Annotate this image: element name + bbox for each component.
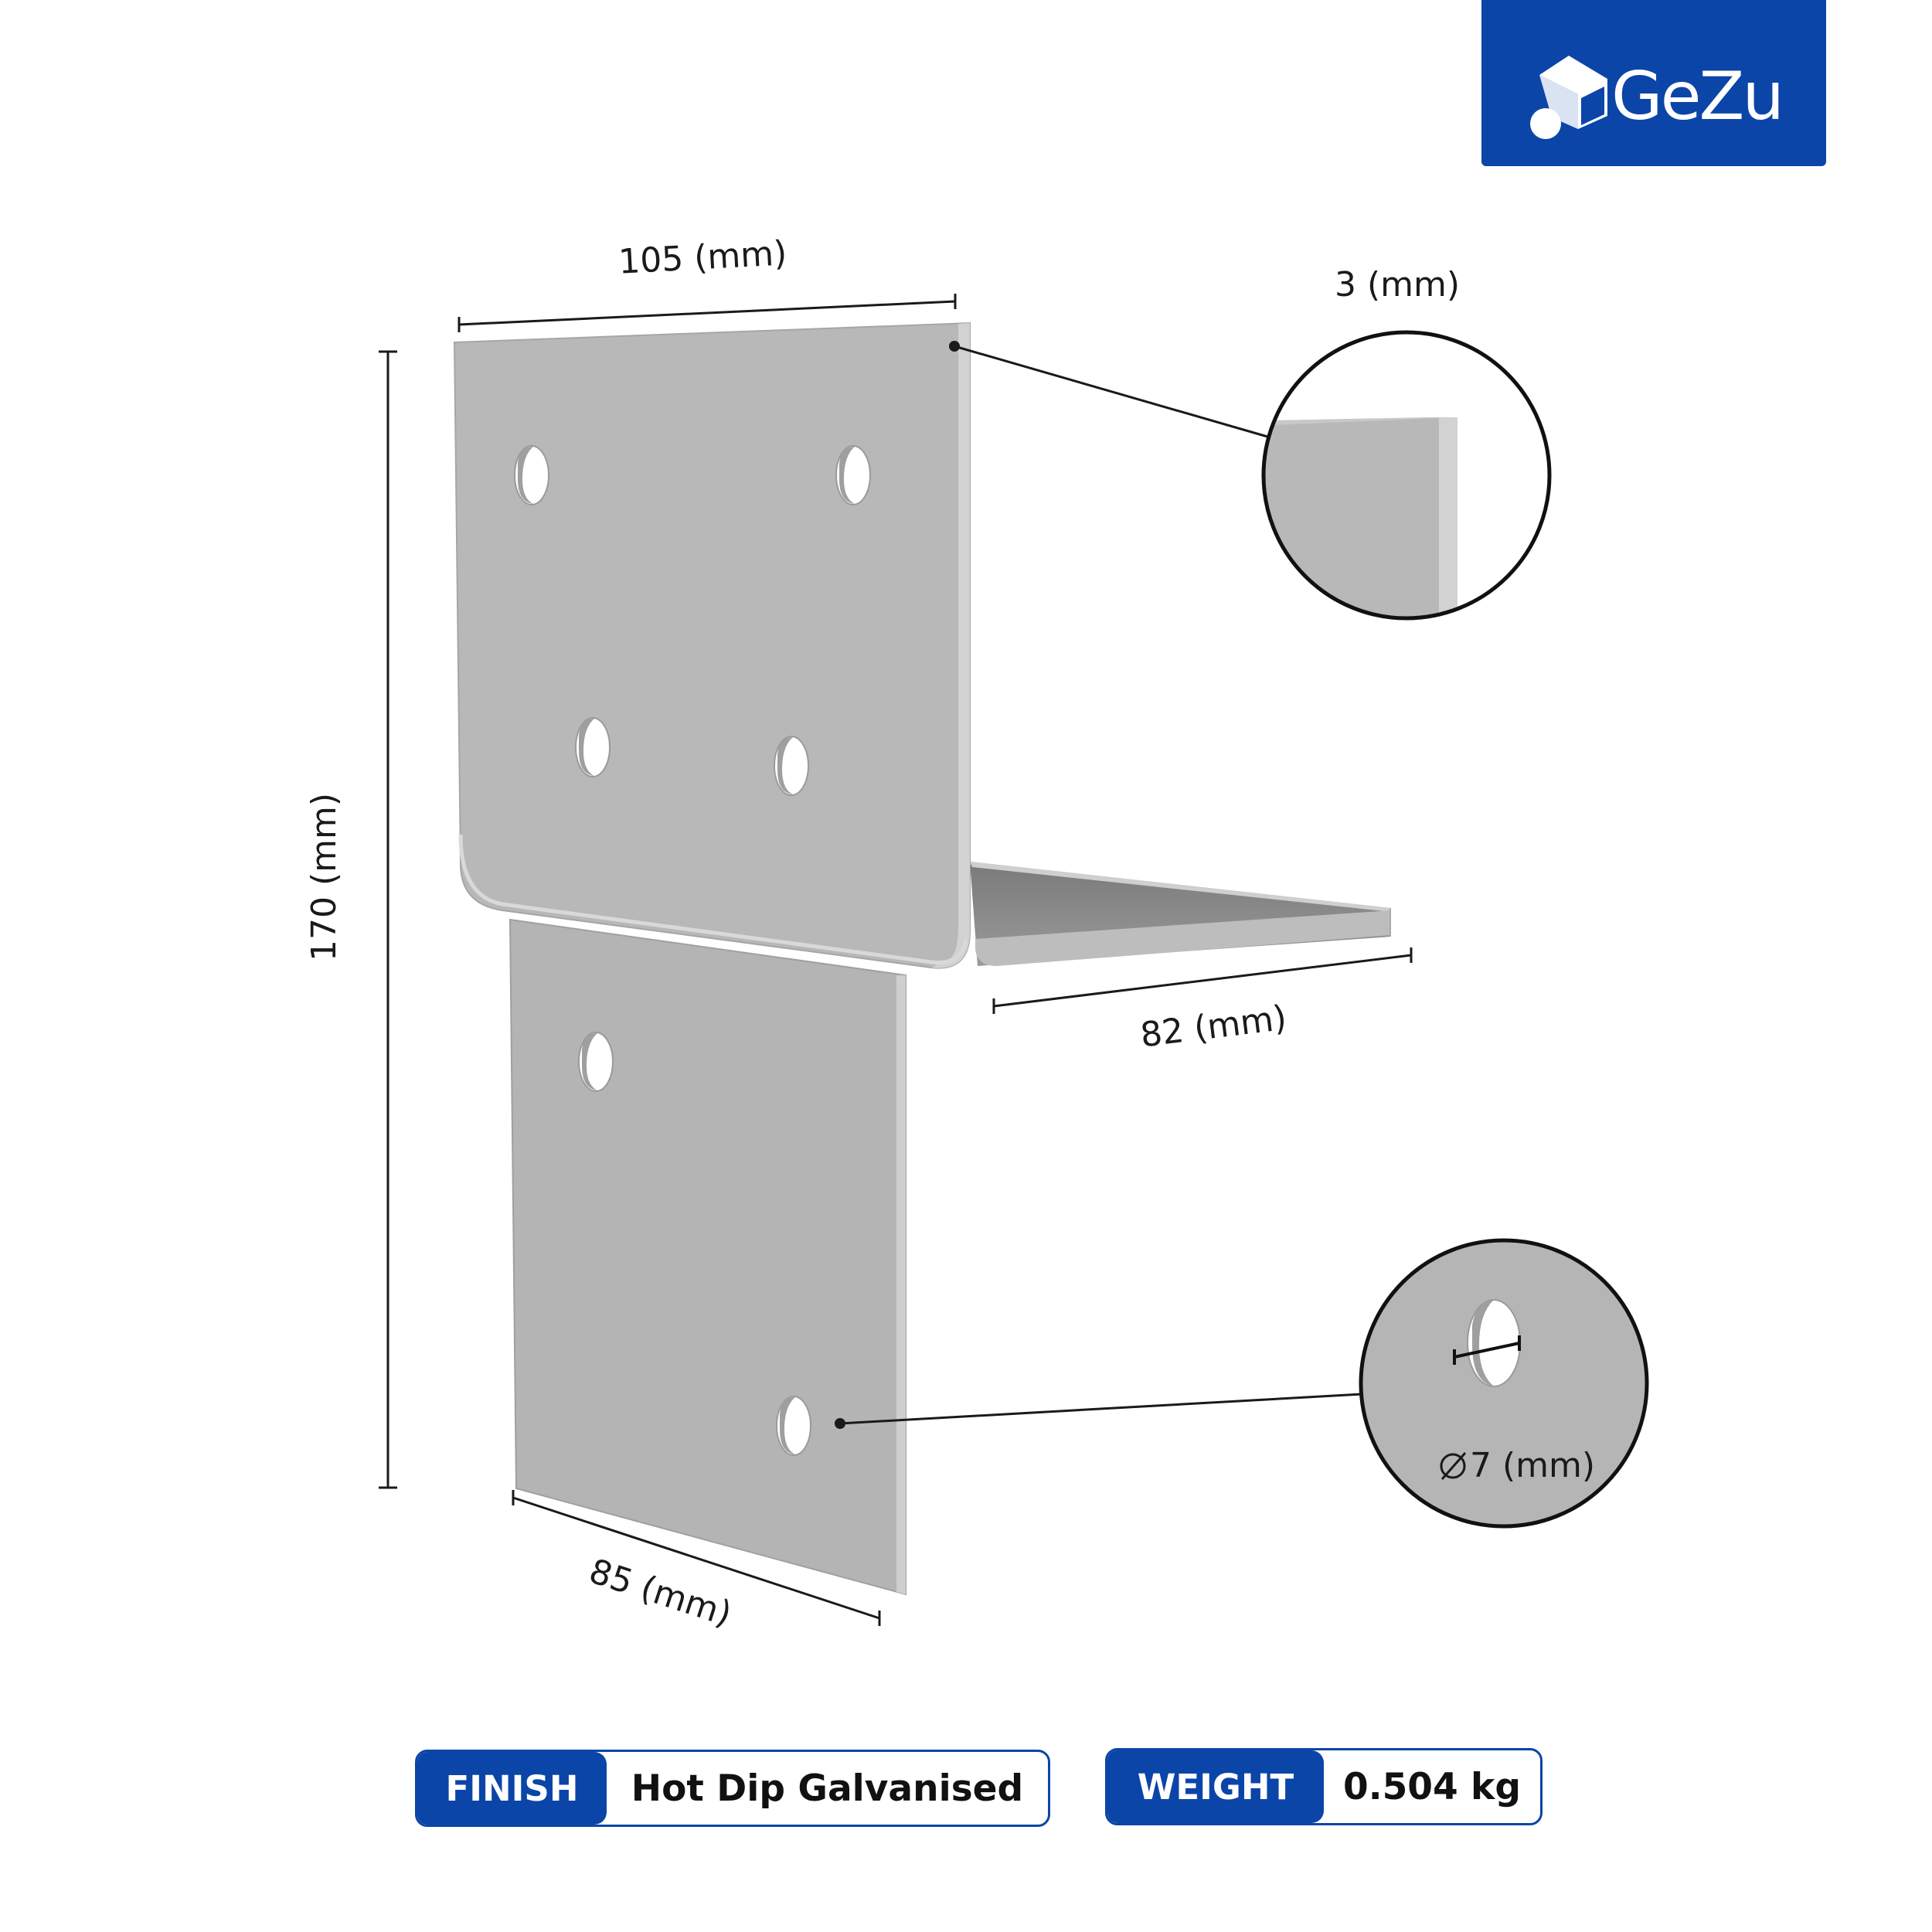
- diameter-symbol-icon: [1440, 1453, 1466, 1479]
- hole-detail: [1359, 1238, 1649, 1529]
- weight-badge-value: 0.504 kg: [1343, 1765, 1521, 1808]
- thickness-detail: [1261, 330, 1552, 621]
- dim-hole-diameter-label: 7 (mm): [1470, 1446, 1595, 1485]
- dim-width-top-line: [457, 294, 957, 332]
- dim-flange-label: 82 (mm): [1138, 998, 1289, 1056]
- callout-thickness-leader: [954, 345, 1268, 438]
- dim-height-line: [379, 350, 397, 1489]
- dim-height-label: 170 (mm): [304, 793, 344, 961]
- dim-width-top-label: 105 (mm): [617, 233, 787, 281]
- callout-thickness-dot: [949, 341, 960, 352]
- dim-thickness-label: 3 (mm): [1335, 265, 1460, 304]
- dim-width-bottom-line: [512, 1490, 881, 1626]
- finish-badge-value: Hot Dip Galvanised: [631, 1767, 1024, 1810]
- callout-hole-dot: [835, 1418, 845, 1429]
- callout-hole-leader: [839, 1393, 1362, 1425]
- top-plate: [453, 321, 971, 969]
- brand-logo-box: [1481, 0, 1826, 166]
- bottom-plate: [509, 918, 906, 1596]
- brand-name: GeZu: [1611, 58, 1784, 135]
- weight-badge-key: WEIGHT: [1107, 1750, 1324, 1823]
- dim-flange-line: [992, 947, 1413, 1014]
- weight-badge: WEIGHT 0.504 kg: [1105, 1748, 1543, 1825]
- flange-plate: [970, 862, 1391, 966]
- house-logo-icon: [1530, 56, 1607, 139]
- finish-badge: FINISH Hot Dip Galvanised: [415, 1750, 1050, 1827]
- finish-badge-key: FINISH: [417, 1752, 607, 1825]
